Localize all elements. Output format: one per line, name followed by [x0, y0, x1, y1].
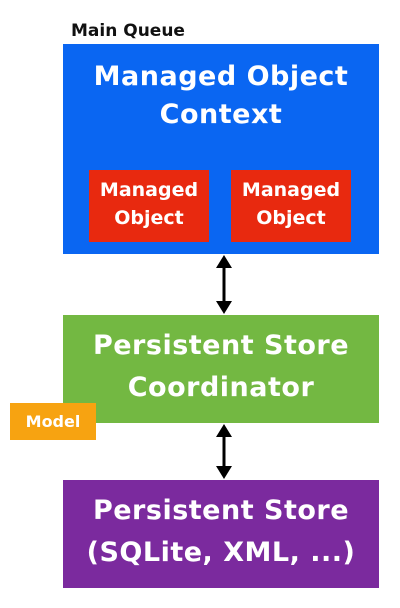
coordinator-store-arrow	[216, 424, 232, 479]
persistent-store-title-line1: Persistent Store	[92, 495, 350, 526]
persistent-store-box: Persistent Store (SQLite, XML, ...)	[63, 480, 379, 588]
managed-object-context-box: Managed Object Context Managed Object Ma…	[63, 44, 379, 254]
managed-object-context-title: Managed Object Context	[63, 58, 379, 134]
persistent-store-coordinator-box: Persistent Store Coordinator	[63, 315, 379, 423]
persistent-store-title: Persistent Store (SQLite, XML, ...)	[63, 490, 379, 574]
managed-object-box-1: Managed Object	[89, 170, 209, 242]
managed-object-box-2: Managed Object	[231, 170, 351, 242]
persistent-store-coordinator-title-line2: Coordinator	[127, 372, 315, 403]
managed-object-2-line1: Managed	[241, 179, 341, 201]
managed-object-context-title-line1: Managed Object	[93, 61, 349, 92]
managed-object-1-line1: Managed	[99, 179, 199, 201]
context-coordinator-arrow	[216, 255, 232, 314]
managed-object-1-line2: Object	[114, 207, 184, 229]
managed-object-2-line2: Object	[256, 207, 326, 229]
persistent-store-title-line2: (SQLite, XML, ...)	[86, 537, 356, 568]
model-tag: Model	[10, 403, 96, 440]
persistent-store-coordinator-title-line1: Persistent Store	[92, 330, 350, 361]
persistent-store-coordinator-title: Persistent Store Coordinator	[63, 325, 379, 409]
main-queue-label: Main Queue	[71, 21, 185, 41]
managed-object-context-title-line2: Context	[159, 99, 283, 130]
